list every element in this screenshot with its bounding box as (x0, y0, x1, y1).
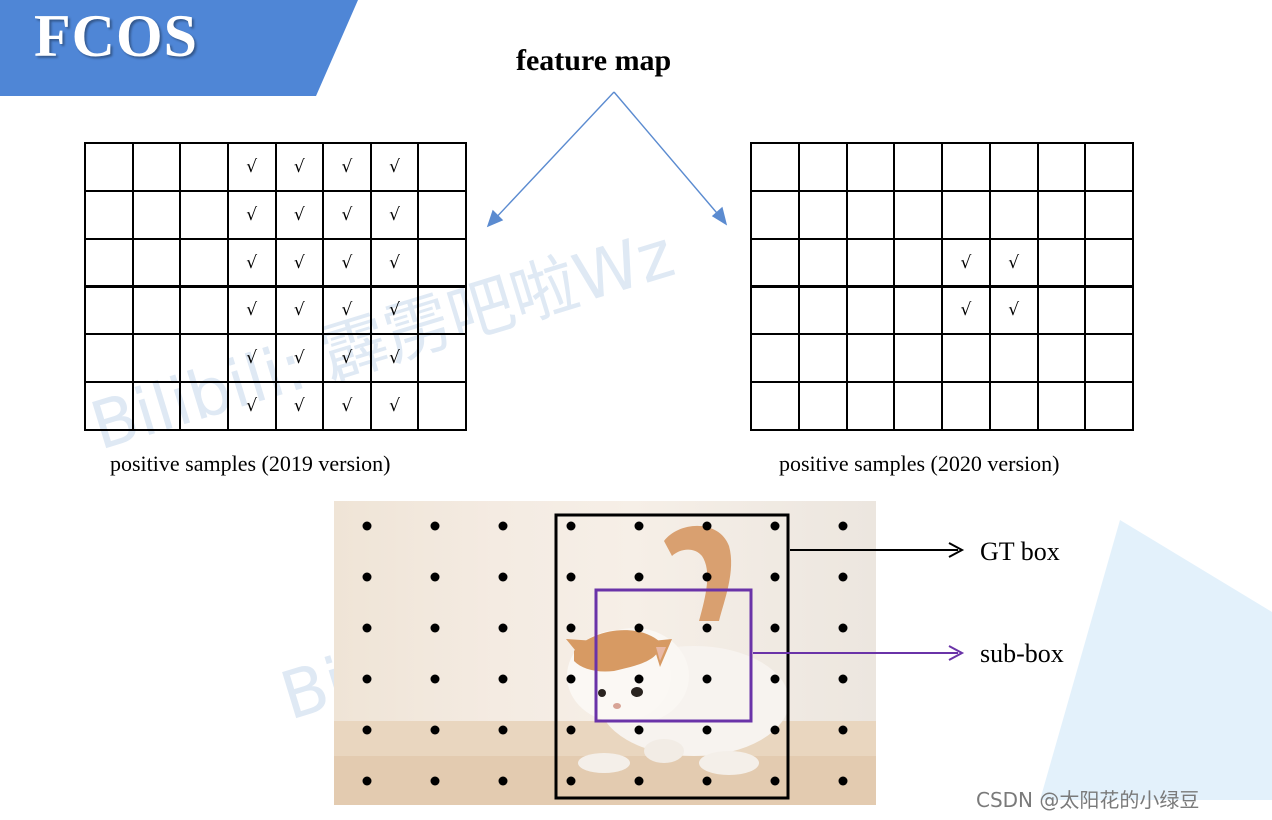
anchor-point (838, 725, 848, 735)
anchor-point (498, 572, 508, 582)
anchor-point (362, 572, 372, 582)
anchor-point (770, 572, 780, 582)
anchor-point (838, 776, 848, 786)
gt-box-label: GT box (980, 537, 1060, 566)
anchor-point (634, 623, 644, 633)
caption-2019: positive samples (2019 version) (110, 451, 391, 476)
positive-check-mark: √ (246, 300, 258, 321)
anchor-point (362, 521, 372, 531)
grid-cell (417, 381, 467, 431)
anchor-point (838, 623, 848, 633)
anchor-point (430, 521, 440, 531)
title-banner (0, 0, 358, 96)
positive-check-mark: √ (960, 300, 972, 321)
anchor-point (566, 776, 576, 786)
anchor-point (770, 623, 780, 633)
anchor-point (498, 521, 508, 531)
feature-map-grid-2020: √ √ √ √ (750, 142, 1134, 431)
positive-check-mark: √ (246, 252, 258, 273)
anchor-point (702, 776, 712, 786)
sub-box-label: sub-box (980, 639, 1064, 668)
anchor-point (566, 521, 576, 531)
anchor-point (362, 776, 372, 786)
anchor-point (702, 725, 712, 735)
anchor-point (770, 521, 780, 531)
anchor-point (362, 725, 372, 735)
positive-check-mark: √ (293, 252, 305, 273)
anchor-point (702, 521, 712, 531)
anchor-point (634, 725, 644, 735)
anchor-point (838, 572, 848, 582)
anchor-point (838, 521, 848, 531)
anchor-point (566, 572, 576, 582)
positive-check-mark: √ (960, 252, 972, 273)
positive-check-mark: √ (341, 396, 353, 417)
positive-check-mark: √ (293, 300, 305, 321)
anchor-point (770, 674, 780, 684)
positive-check-mark: √ (246, 156, 258, 177)
positive-check-mark: √ (341, 300, 353, 321)
positive-check-mark: √ (341, 204, 353, 225)
positive-check-mark: √ (293, 156, 305, 177)
anchor-point (498, 623, 508, 633)
positive-check-mark: √ (389, 204, 400, 225)
positive-check-mark: √ (293, 204, 305, 225)
anchor-point (362, 623, 372, 633)
anchor-point (498, 674, 508, 684)
anchor-point (566, 623, 576, 633)
positive-check-mark: √ (389, 300, 400, 321)
positive-check-mark: √ (246, 348, 258, 369)
positive-check-mark: √ (246, 204, 258, 225)
csdn-credit: CSDN @太阳花的小绿豆 (976, 788, 1200, 812)
positive-check-mark: √ (1008, 252, 1020, 273)
anchor-point (430, 623, 440, 633)
positive-check-mark: √ (389, 348, 400, 369)
positive-check-mark: √ (341, 156, 353, 177)
decorative-triangle (1040, 520, 1272, 800)
sub-box (594, 588, 753, 723)
anchor-point (498, 725, 508, 735)
anchor-point (430, 674, 440, 684)
anchor-point (498, 776, 508, 786)
anchor-point (430, 572, 440, 582)
feature-map-title: feature map (516, 44, 672, 77)
anchor-point (702, 674, 712, 684)
positive-check-mark: √ (389, 396, 400, 417)
feature-map-arrows (486, 91, 728, 228)
anchor-points (362, 521, 848, 786)
positive-check-mark: √ (341, 348, 353, 369)
positive-check-mark: √ (246, 396, 258, 417)
anchor-point (770, 776, 780, 786)
anchor-point (430, 725, 440, 735)
positive-check-mark: √ (293, 348, 305, 369)
banner-title: FCOS (34, 3, 199, 69)
anchor-point (702, 623, 712, 633)
feature-map-grid-2019: √ √ √ √ √ √ √ √ √ √ √ √ √ √ √ √ √ √ √ √ √ √ √ √ (84, 142, 467, 431)
positive-check-mark: √ (341, 252, 353, 273)
caption-2020: positive samples (2020 version) (779, 451, 1060, 476)
positive-check-mark: √ (1008, 300, 1020, 321)
anchor-point (770, 725, 780, 735)
cat-photo (334, 501, 876, 805)
anchor-point (634, 674, 644, 684)
positive-check-mark: √ (389, 156, 400, 177)
anchor-point (634, 776, 644, 786)
gt-box (554, 513, 790, 800)
anchor-point (566, 725, 576, 735)
anchor-point (566, 674, 576, 684)
anchor-point (634, 521, 644, 531)
anchor-point (430, 776, 440, 786)
positive-check-mark: √ (389, 252, 400, 273)
grid-cell (1084, 381, 1134, 431)
sub-box-arrow (753, 645, 965, 661)
anchor-point (838, 674, 848, 684)
gt-box-arrow (790, 542, 965, 558)
anchor-point (362, 674, 372, 684)
anchor-point (702, 572, 712, 582)
anchor-point (634, 572, 644, 582)
positive-check-mark: √ (293, 396, 305, 417)
